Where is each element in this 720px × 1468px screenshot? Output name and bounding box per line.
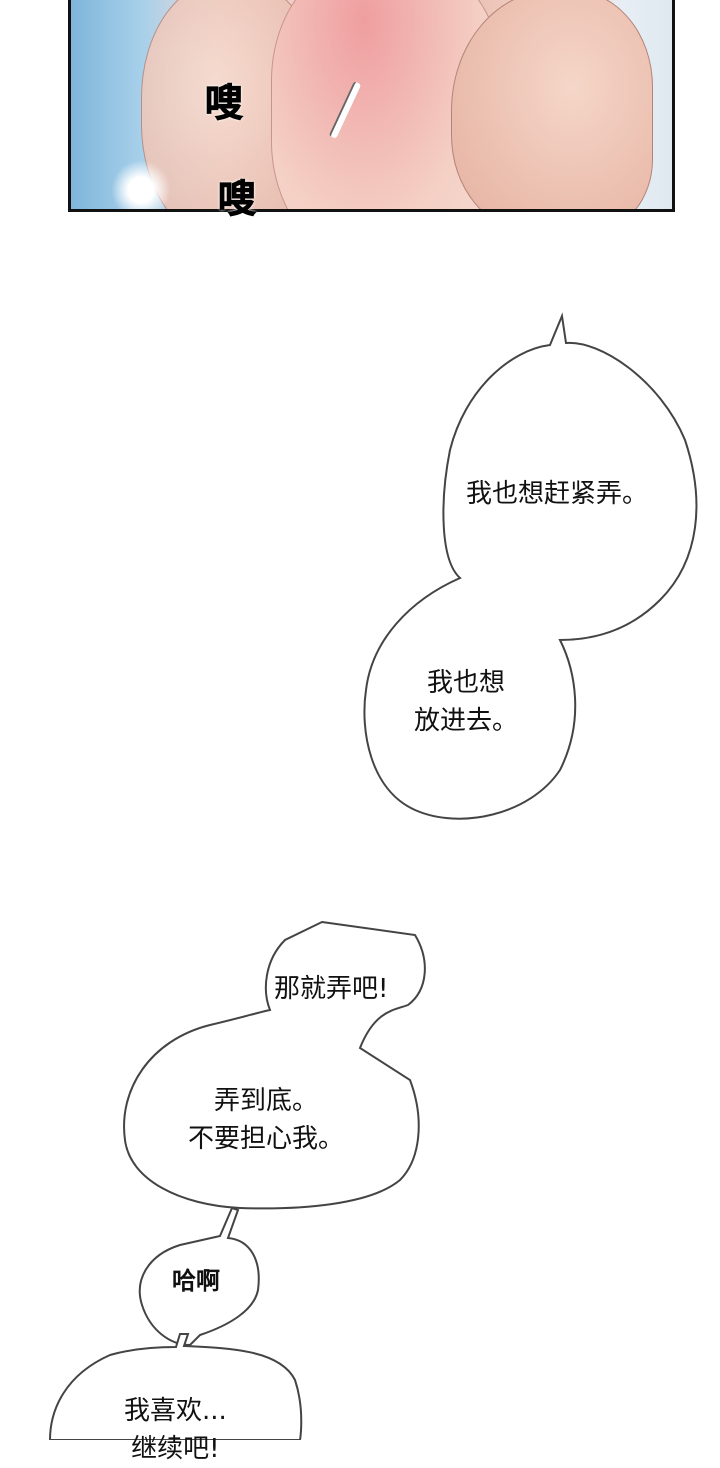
illustration-arm [451,0,653,209]
speech-bubble-5-text: 哈啊 [172,1262,220,1300]
comic-panel-illustration [68,0,675,212]
speech-bubble-6-text: 我喜欢... 继续吧! [124,1392,227,1468]
dialogue-line: 放进去。 [414,706,519,736]
dialogue-line: 弄到底。 [214,1086,319,1116]
dialogue-line: 那就弄吧! [274,974,389,1004]
illustration-light-glow [111,160,171,209]
speech-bubble-3-text: 那就弄吧! [274,970,388,1008]
sound-effect-2: 嗖 [217,177,257,222]
dialogue-line: 继续吧! [131,1434,220,1464]
dialogue-line: 哈啊 [172,1267,220,1295]
speech-bubble-1-2 [363,312,698,820]
dialogue-line: 我也想 [427,668,506,698]
dialogue-line: 我喜欢... [124,1396,227,1426]
dialogue-line: 我也想赶紧弄。 [466,479,649,509]
sound-effect-1: 嗖 [204,81,244,126]
speech-bubble-1-text: 我也想赶紧弄。 [466,475,648,513]
speech-bubble-4-text: 弄到底。 不要担心我。 [188,1082,344,1158]
dialogue-line: 不要担心我。 [188,1124,345,1154]
speech-bubble-5 [138,1206,260,1347]
speech-bubble-2-text: 我也想 放进去。 [414,664,518,740]
speech-bubble-3-4 [123,920,426,1210]
speech-bubble-6 [48,1333,303,1440]
